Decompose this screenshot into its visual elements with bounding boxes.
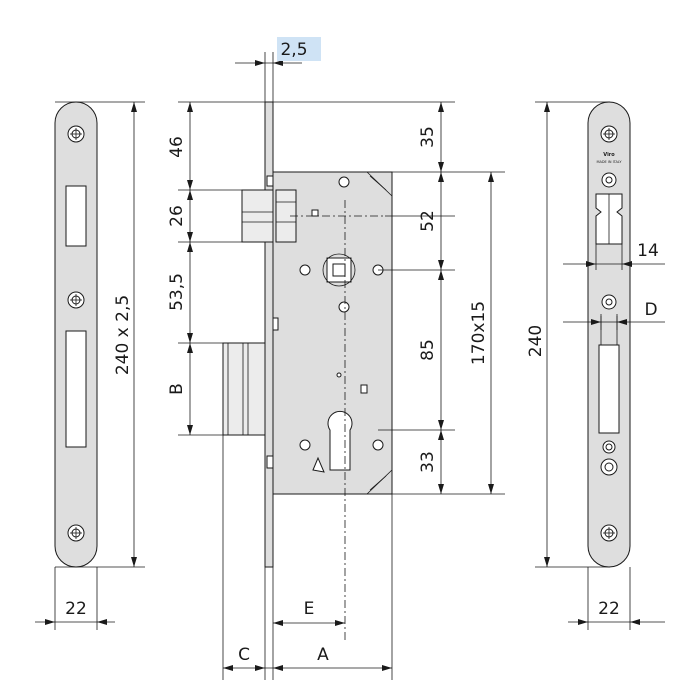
cylinder-hole bbox=[327, 410, 353, 471]
dim-52-label: 52 bbox=[418, 210, 438, 232]
dim-26-label: 26 bbox=[167, 205, 187, 227]
dim-e-label: E bbox=[304, 599, 315, 619]
strike-length-label: 240 bbox=[526, 325, 546, 357]
follower-ring bbox=[322, 253, 356, 287]
strike-screw-4 bbox=[602, 440, 616, 454]
bolt-opening bbox=[65, 330, 87, 448]
strike-plate-body bbox=[587, 101, 631, 568]
strike-screw-5 bbox=[600, 458, 618, 476]
faceplate-width-label: 22 bbox=[65, 599, 87, 619]
strike-14-label: 14 bbox=[637, 241, 659, 261]
strike-bolt-slot bbox=[598, 344, 620, 434]
dim-46-label: 46 bbox=[167, 136, 187, 158]
case-screw-1 bbox=[338, 176, 350, 188]
dim-b-label: B bbox=[167, 383, 187, 395]
dim-33-label: 33 bbox=[418, 451, 438, 473]
thickness-dimension bbox=[235, 37, 321, 102]
center-left-dimension-lines bbox=[178, 101, 285, 436]
dim-35-label: 35 bbox=[418, 126, 438, 148]
thickness-label: 2,5 bbox=[280, 40, 307, 60]
case-height-label: 170x15 bbox=[469, 301, 489, 365]
case-screw-2 bbox=[299, 264, 311, 276]
dim-53-5-label: 53,5 bbox=[167, 273, 187, 311]
faceplate-edge bbox=[264, 101, 274, 568]
dim-a-label: A bbox=[317, 645, 329, 665]
latch-opening bbox=[65, 185, 87, 247]
dead-bolt bbox=[222, 342, 266, 436]
strike-d-label: D bbox=[644, 300, 657, 320]
faceplate-size-label: 240 x 2,5 bbox=[113, 295, 133, 375]
faceplate-dimension-lines bbox=[35, 101, 145, 630]
strike-screw-3 bbox=[601, 294, 617, 310]
strike-dimension-lines bbox=[535, 101, 665, 630]
strike-screw-top bbox=[600, 125, 618, 143]
strike-plate-view bbox=[587, 101, 631, 568]
strike-screw-bottom bbox=[600, 524, 618, 542]
strike-screw-2 bbox=[601, 172, 617, 188]
case-screw-6 bbox=[372, 439, 384, 451]
faceplate-front-view bbox=[54, 101, 98, 568]
screw-hole-bottom bbox=[67, 524, 85, 542]
dim-c-label: C bbox=[238, 645, 250, 665]
strike-width-label: 22 bbox=[598, 599, 620, 619]
center-right-dimension-lines bbox=[285, 101, 505, 495]
case-screw-4 bbox=[338, 301, 350, 313]
bottom-dimension-lines bbox=[222, 435, 393, 680]
screw-hole-top bbox=[67, 125, 85, 143]
dim-85-label: 85 bbox=[418, 339, 438, 361]
brand-logo-text: Viro bbox=[603, 152, 615, 158]
thickness-highlight bbox=[277, 37, 321, 61]
case-screw-5 bbox=[299, 439, 311, 451]
latch-bolt bbox=[241, 189, 274, 243]
lock-side-view bbox=[222, 101, 393, 640]
screw-hole-middle bbox=[67, 291, 85, 309]
made-in-text: MADE IN ITALY bbox=[596, 160, 622, 164]
